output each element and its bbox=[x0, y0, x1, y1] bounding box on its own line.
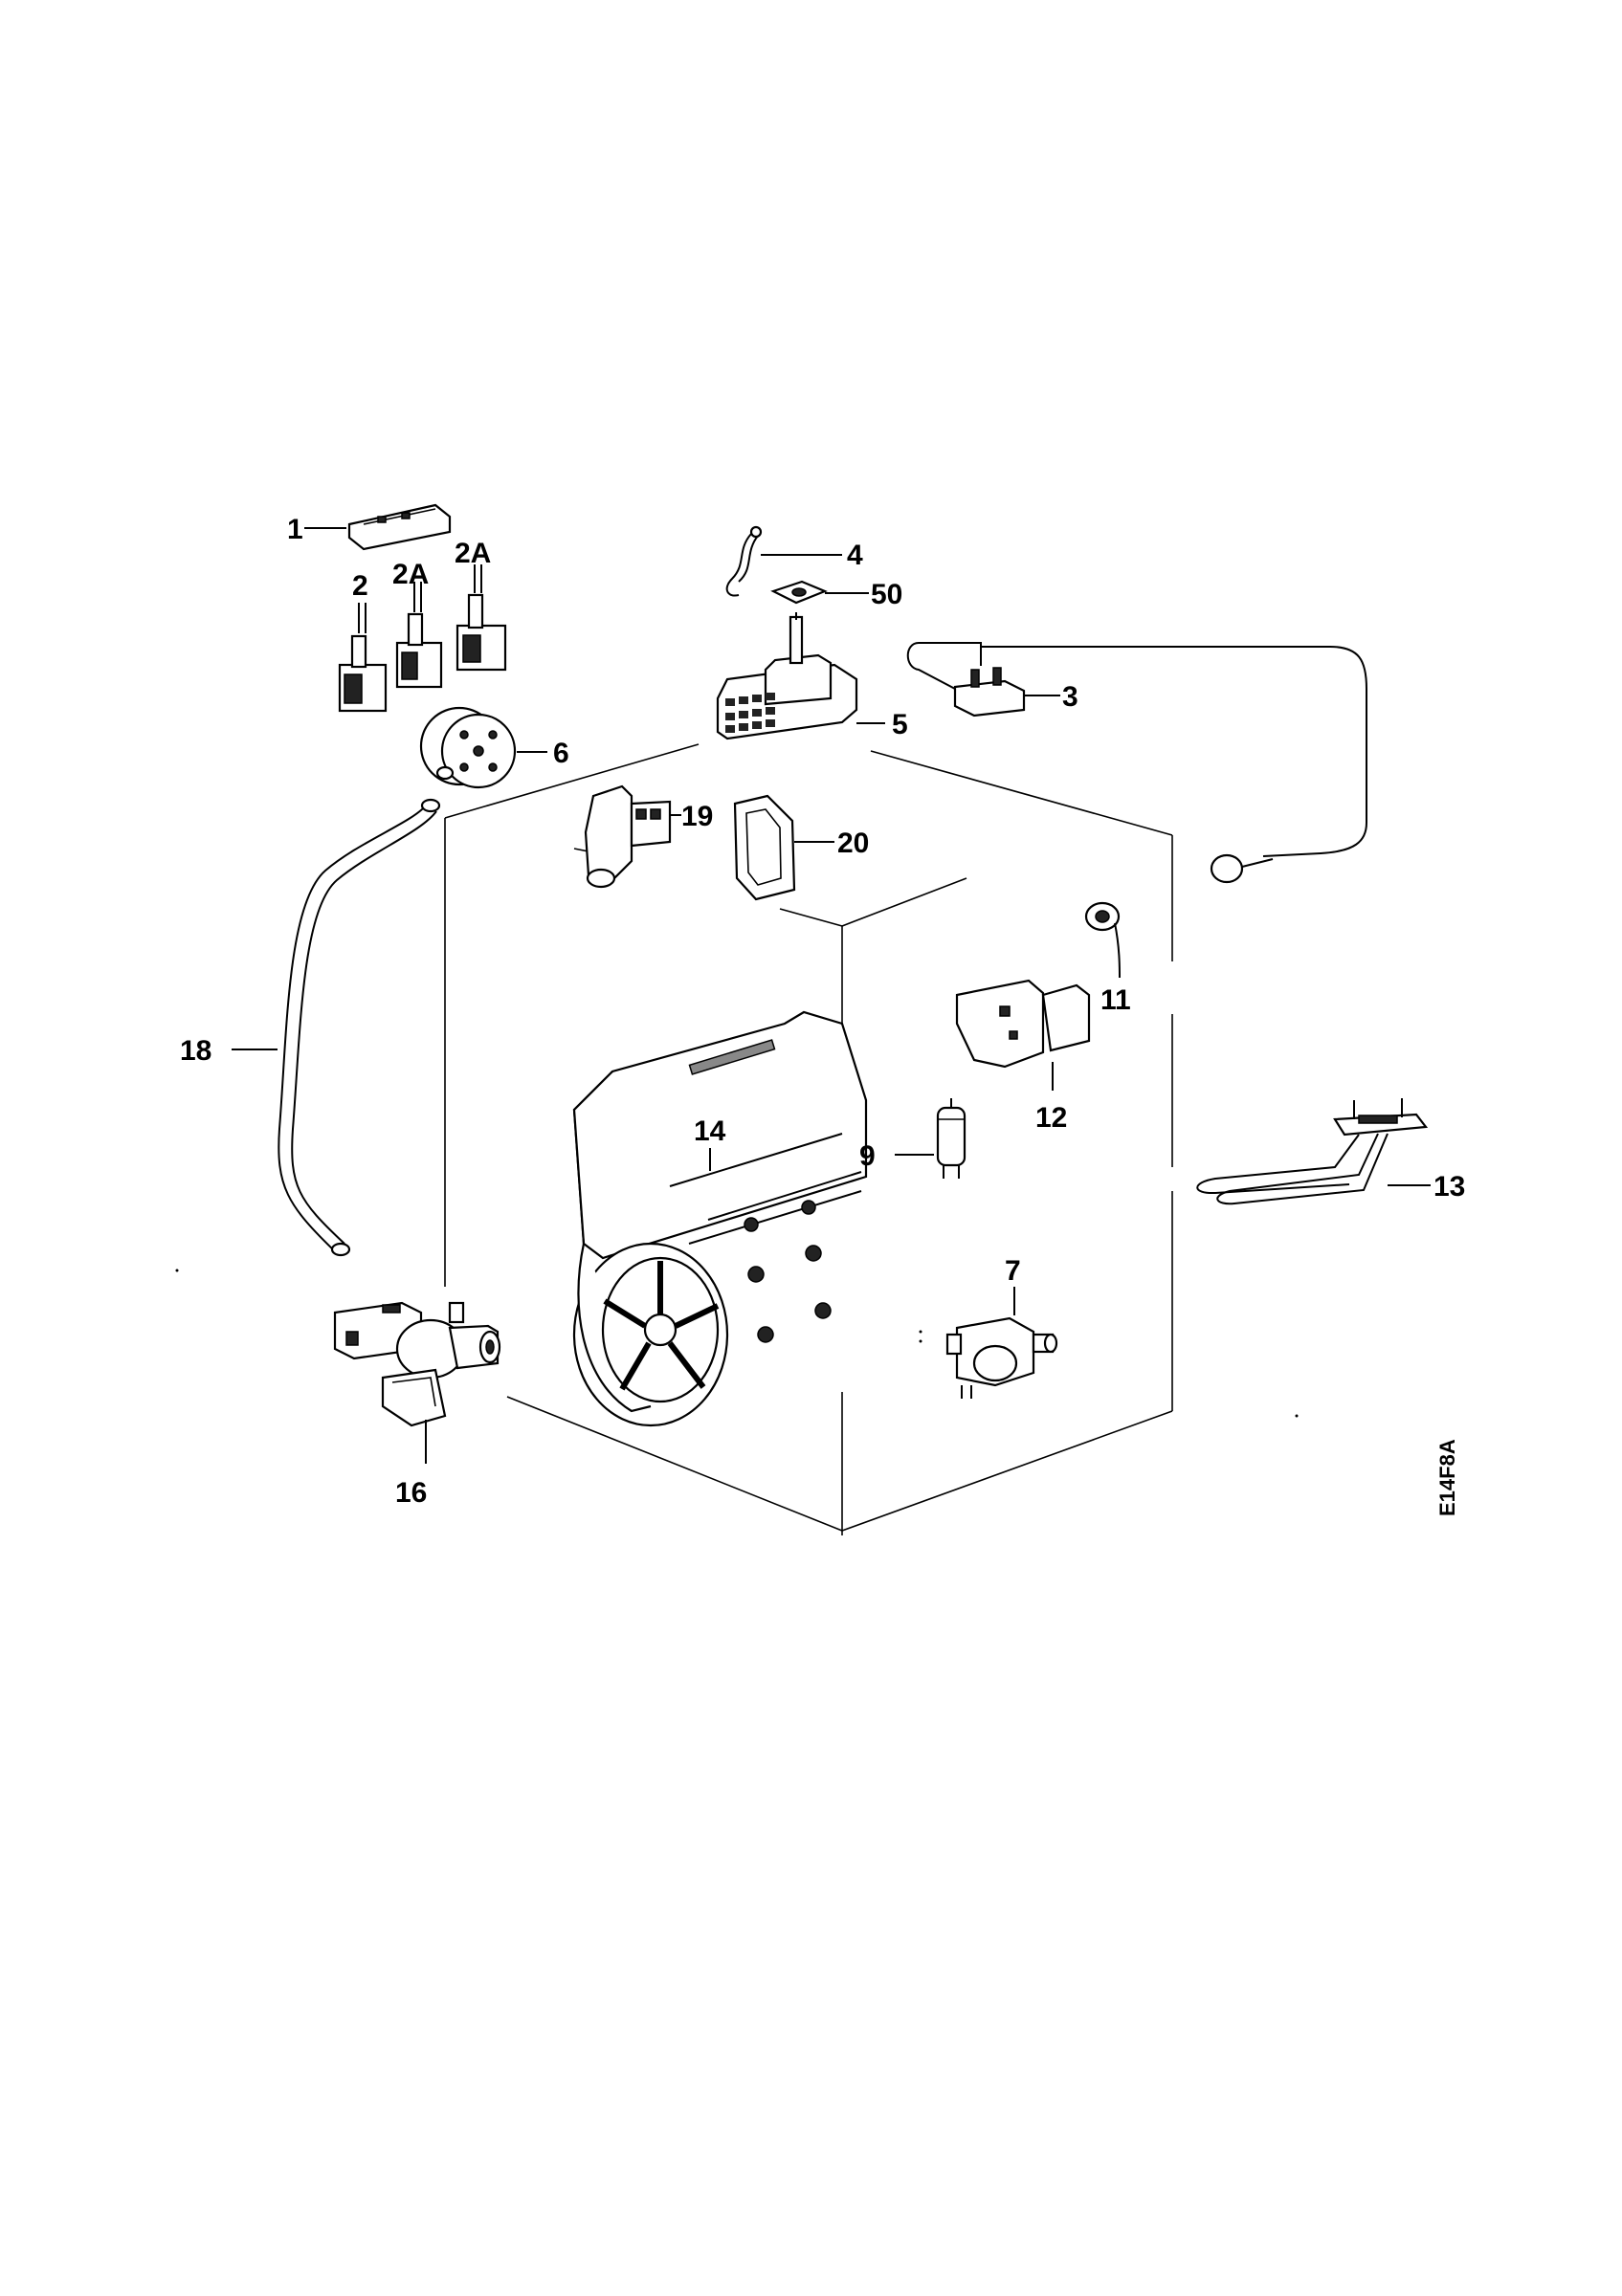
callout-14: 14 bbox=[694, 1115, 726, 1147]
callout-9: 9 bbox=[859, 1140, 876, 1172]
callout-50: 50 bbox=[871, 579, 902, 610]
part-2a-right-switch bbox=[455, 564, 507, 672]
part-7-valve bbox=[945, 1287, 1058, 1399]
part-18-hose bbox=[232, 798, 441, 1257]
callout-2: 2 bbox=[352, 570, 368, 602]
callout-13: 13 bbox=[1433, 1171, 1465, 1203]
part-5-selector-block bbox=[716, 612, 885, 740]
callout-1: 1 bbox=[287, 514, 303, 545]
part-3-thermostat bbox=[906, 642, 1367, 884]
part-13-heating-element bbox=[1196, 1098, 1431, 1205]
part-50-washer bbox=[770, 580, 869, 605]
part-1-panel-plate bbox=[304, 503, 452, 551]
drawing-code: E14F8A bbox=[1435, 1439, 1459, 1516]
part-2-switch bbox=[338, 603, 388, 713]
callout-7: 7 bbox=[1005, 1255, 1021, 1287]
callout-4: 4 bbox=[847, 540, 863, 571]
callout-3: 3 bbox=[1062, 681, 1078, 713]
part-4-wire bbox=[725, 525, 842, 597]
part-11-bushing bbox=[1084, 901, 1121, 979]
callout-19: 19 bbox=[681, 801, 713, 832]
callout-18: 18 bbox=[180, 1035, 211, 1067]
part-9-capacitor bbox=[895, 1098, 967, 1179]
callout-2a-right: 2A bbox=[455, 538, 491, 569]
part-20-gasket bbox=[733, 794, 834, 901]
part-12-relay bbox=[955, 979, 1091, 1091]
stray-mark bbox=[175, 1269, 179, 1272]
stray-mark bbox=[919, 1339, 922, 1343]
callout-16: 16 bbox=[395, 1477, 427, 1509]
callout-5: 5 bbox=[892, 709, 908, 740]
callout-6: 6 bbox=[553, 738, 569, 769]
callout-12: 12 bbox=[1035, 1102, 1067, 1134]
part-19-door-interlock bbox=[584, 784, 681, 889]
part-14-motor bbox=[572, 1010, 868, 1427]
part-6-timer-dial bbox=[419, 706, 547, 789]
part-16-drain-pump bbox=[333, 1301, 501, 1464]
callout-2a-left: 2A bbox=[392, 559, 429, 590]
part-2a-left-switch bbox=[395, 582, 443, 689]
callout-20: 20 bbox=[837, 828, 869, 859]
callout-11: 11 bbox=[1100, 984, 1131, 1016]
stray-mark bbox=[919, 1330, 922, 1334]
stray-mark bbox=[1295, 1414, 1299, 1418]
